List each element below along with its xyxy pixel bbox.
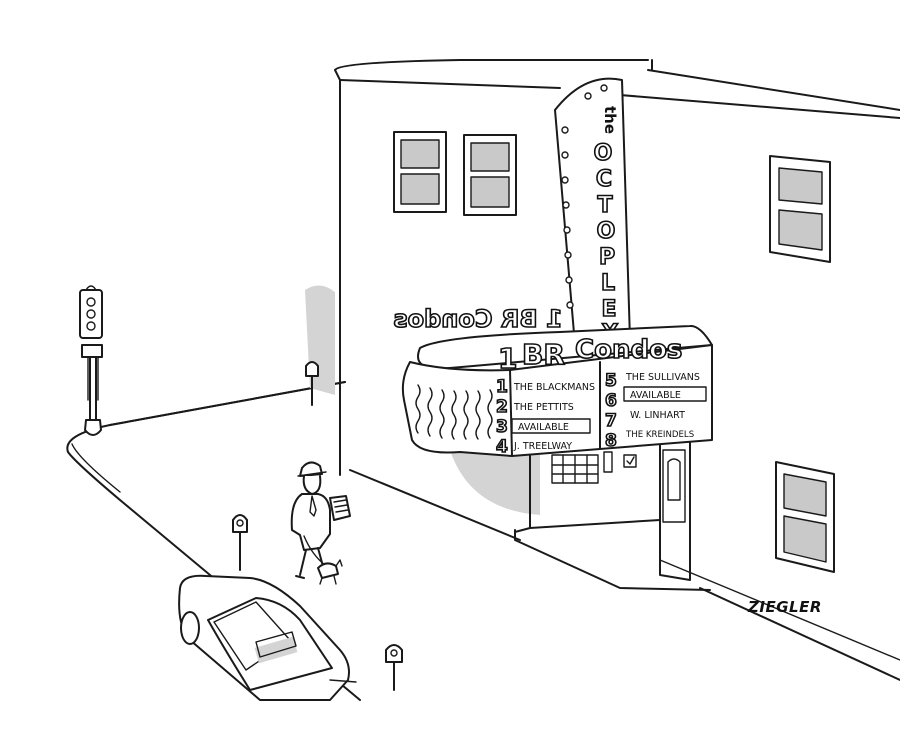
tenant-list-right: THE SULLIVANS AVAILABLE W. LINHART THE K… (623, 372, 707, 440)
tenant-entry: THE KREINDELS (625, 430, 694, 440)
sign-the: the (601, 106, 619, 134)
building (334, 59, 900, 661)
sign-letter-o1: O (594, 141, 613, 166)
sidewalk (66, 381, 900, 701)
artist-signature: ZIEGLER (747, 598, 822, 616)
sign-letter-c: C (596, 167, 612, 192)
unit-number: 6 (605, 391, 617, 411)
tenant-entry: THE BLACKMANS (513, 382, 595, 393)
theater-entrance (514, 434, 691, 581)
unit-number: 7 (605, 411, 617, 431)
box-office (551, 451, 637, 484)
unit-number: 8 (605, 431, 617, 451)
unit-number: 4 (496, 437, 508, 457)
headline-br: BR (522, 338, 565, 371)
unit-number: 2 (496, 397, 508, 417)
unit-number: 5 (605, 371, 617, 391)
sign-bulbs (561, 84, 608, 309)
window-lower-right (775, 461, 835, 573)
marquee-shadow (450, 440, 540, 515)
unit-numbers-right: 5 6 7 8 (604, 370, 617, 452)
unit-numbers-left: 1 2 3 4 (495, 376, 509, 458)
tenant-entry: AVAILABLE (518, 422, 569, 433)
sign-letter-e: E (601, 297, 616, 322)
tenant-entry: THE PETTITS (513, 402, 574, 413)
headline-condos: Condos (575, 335, 682, 365)
parking-meter-near (385, 644, 403, 691)
headline-reversed: 1 BR Condos (393, 305, 562, 333)
window-upper-right (769, 155, 831, 263)
sign-letter-l: L (601, 271, 615, 296)
parking-meter-far (305, 361, 319, 406)
marquee-wave-decoration (415, 384, 493, 440)
traffic-light (79, 285, 103, 436)
unit-number: 3 (496, 417, 508, 437)
available-box (623, 386, 707, 402)
tenant-entry: THE SULLIVANS (625, 372, 700, 383)
tenant-list-left: THE BLACKMANS THE PETTITS AVAILABLE J. T… (511, 382, 595, 452)
sign-letter-t: T (597, 193, 612, 218)
sign-shadow (305, 285, 335, 395)
man-walking-dog (290, 461, 351, 585)
sign-letter-p: P (599, 245, 615, 270)
sign-letter-o2: O (597, 219, 616, 244)
parking-meter-middle (232, 514, 248, 571)
tenant-entry: W. LINHART (630, 410, 685, 421)
marquee-headline: 1 BR Condos (497, 334, 683, 376)
sign-letters: O C T O P L E X (593, 140, 619, 347)
available-box (511, 418, 591, 434)
tenant-entry: J. TREELWAY (513, 441, 572, 452)
marquee: 1 BR Condos 1 BR Condos 1 2 3 4 5 6 7 8 … (393, 304, 713, 458)
window-upper-left (393, 131, 447, 213)
parked-car (178, 574, 357, 701)
tenant-entry: AVAILABLE (630, 390, 681, 401)
vertical-sign: the O C T O P L E X (554, 77, 631, 347)
window-upper-middle (463, 134, 517, 216)
headline-number: 1 (498, 342, 517, 375)
unit-number: 1 (496, 377, 508, 397)
